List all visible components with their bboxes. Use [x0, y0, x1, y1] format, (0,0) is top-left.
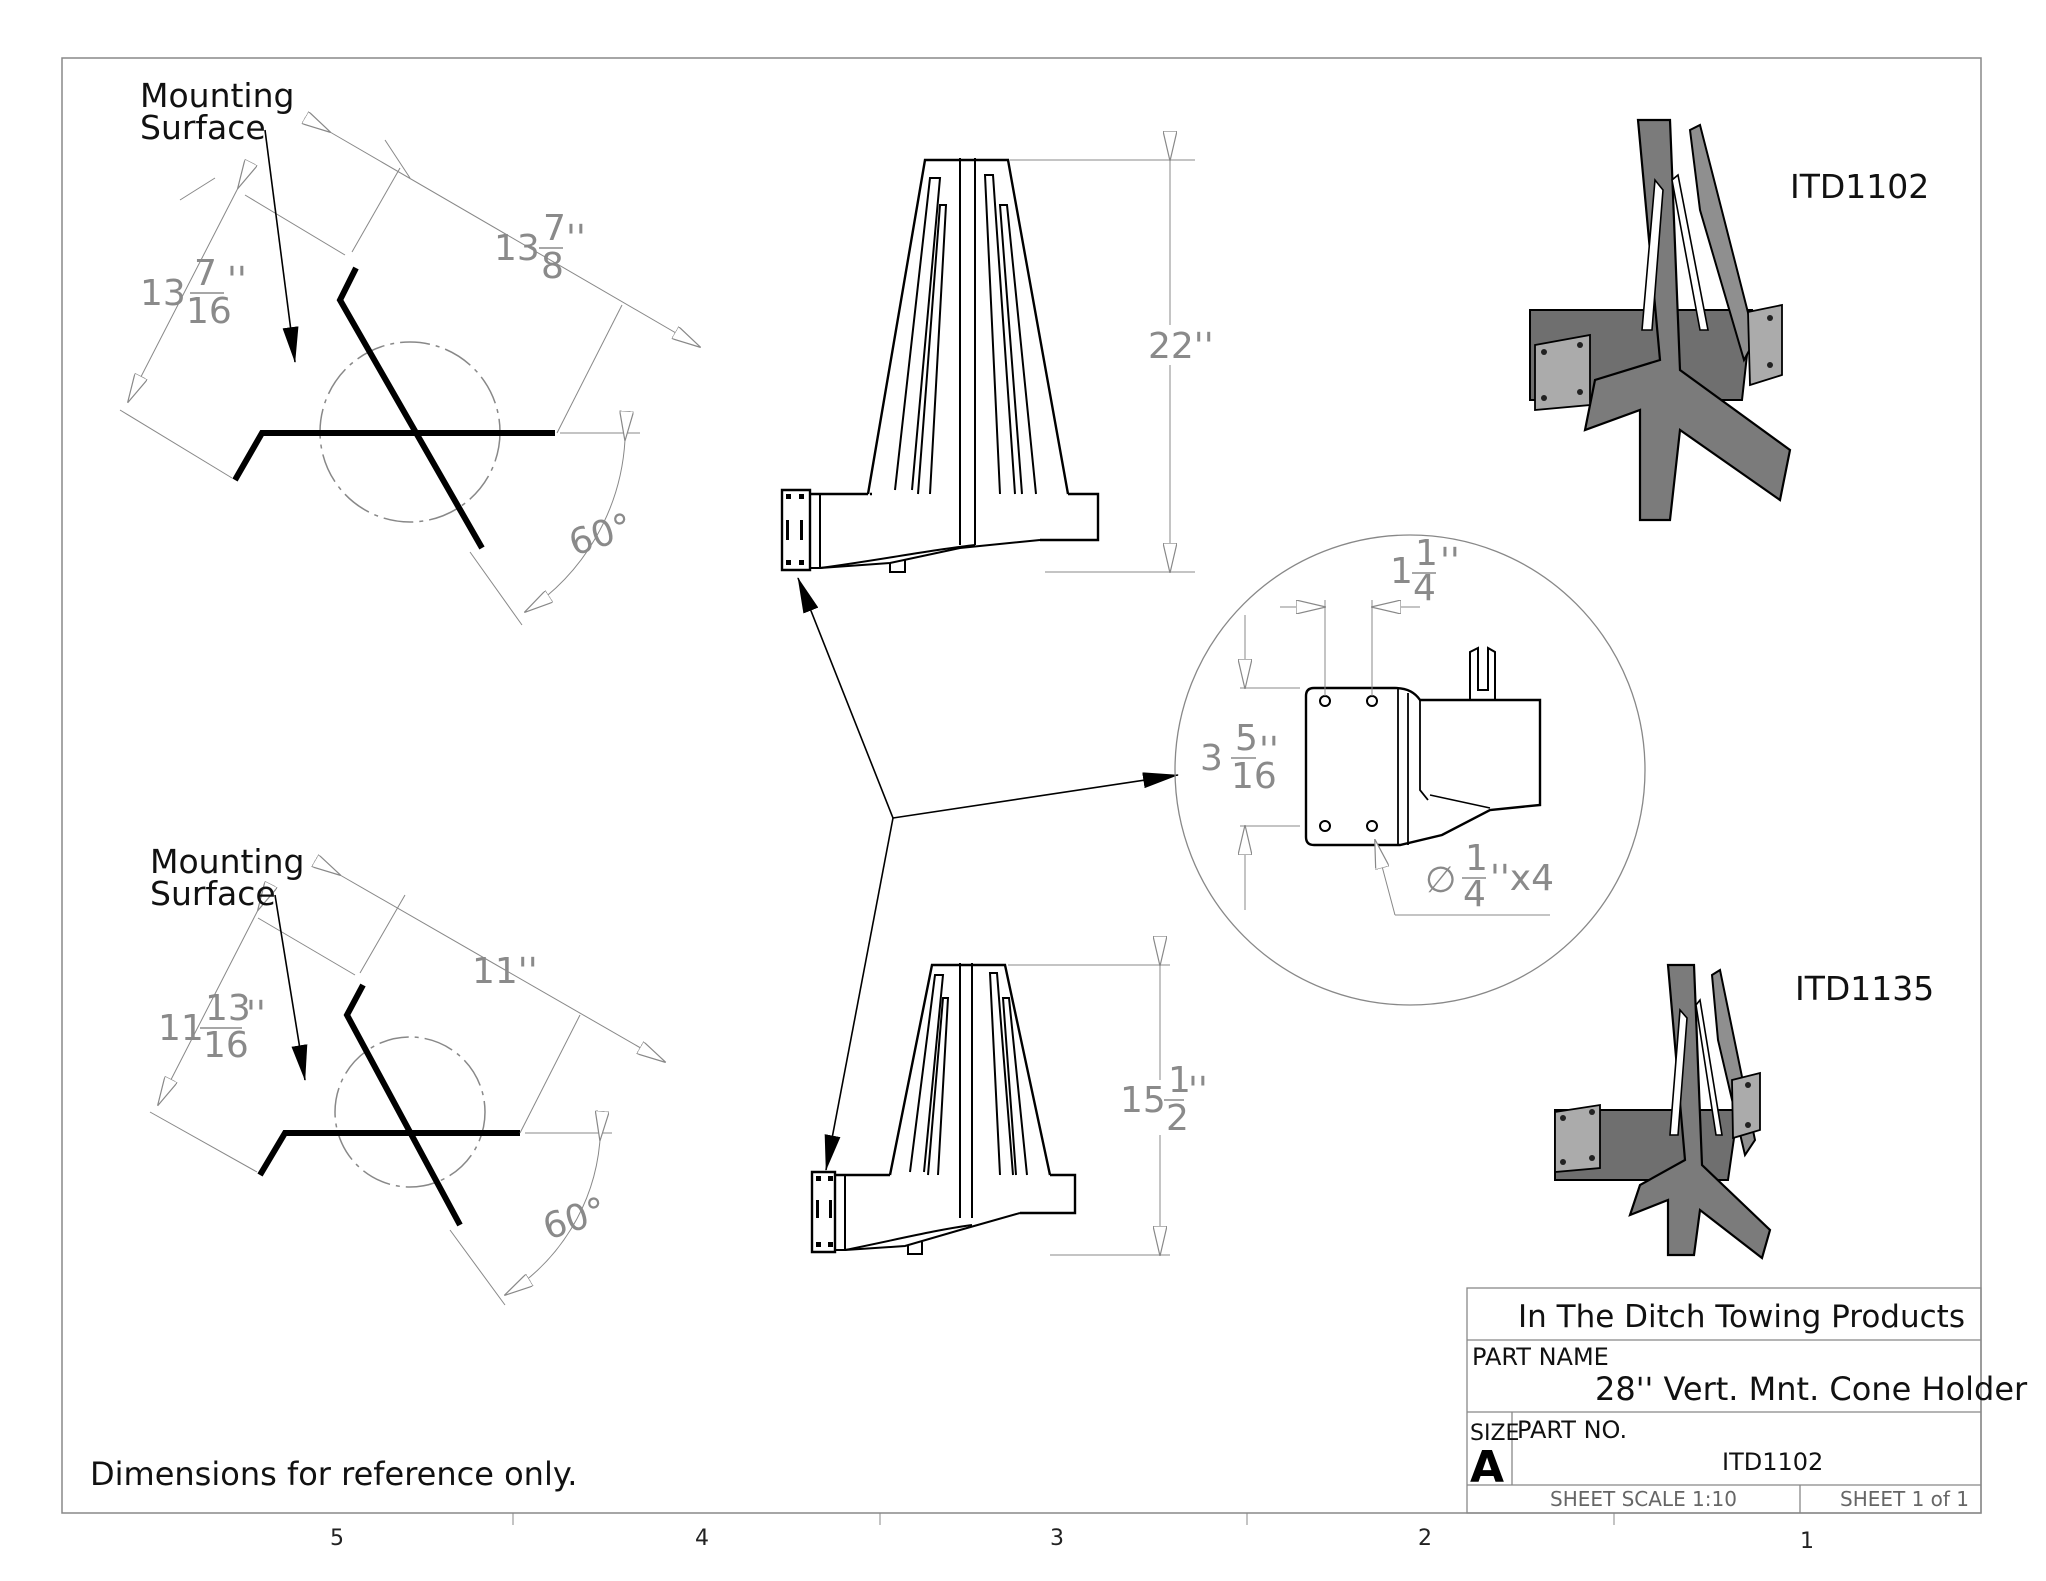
dim-span-top: 13 7 8 ''	[494, 208, 586, 287]
isometric-view-itd1135: ITD1135	[1554, 963, 1934, 1260]
zone-label-4: 4	[695, 1526, 709, 1551]
zone-label-1: 1	[1800, 1529, 1814, 1554]
svg-text:3: 3	[1200, 738, 1223, 779]
part-name: 28'' Vert. Mnt. Cone Holder	[1595, 1370, 2028, 1408]
part-name-label: PART NAME	[1472, 1343, 1609, 1371]
svg-text:7: 7	[194, 253, 217, 294]
detail-view-mounting-plate: 1 1 4 '' 3 5 16 '' ∅ 1 4 ''x4	[1174, 533, 1646, 1006]
svg-text:'': ''	[1259, 730, 1279, 771]
dim-height-22: 22''	[1148, 326, 1214, 367]
part-id-itd1102: ITD1102	[1790, 167, 1929, 206]
svg-text:16: 16	[1231, 756, 1277, 797]
front-view-22in: 22''	[780, 158, 1214, 573]
svg-text:1: 1	[1465, 838, 1488, 879]
svg-text:13: 13	[140, 273, 186, 314]
svg-text:5: 5	[1235, 718, 1258, 759]
svg-text:13: 13	[205, 988, 251, 1029]
svg-text:'': ''	[1440, 541, 1460, 582]
svg-text:1: 1	[1168, 1060, 1191, 1101]
svg-text:''x4: ''x4	[1490, 858, 1554, 899]
dim-angle-bottom: 60°	[538, 1190, 611, 1249]
svg-text:'': ''	[246, 994, 266, 1035]
reference-note: Dimensions for reference only.	[90, 1455, 577, 1493]
svg-text:8: 8	[541, 246, 564, 287]
mounting-surface-label-bottom-1: Mounting	[150, 842, 304, 881]
title-block: In The Ditch Towing Products PART NAME 2…	[1466, 1287, 2028, 1514]
sheet-scale: SHEET SCALE 1:10	[1550, 1487, 1737, 1511]
dim-hole-spacing: 1 1 4 ''	[1390, 533, 1460, 609]
svg-text:1: 1	[1390, 551, 1413, 592]
svg-text:1: 1	[1415, 533, 1438, 574]
dim-side-top: 13 7 16 ''	[140, 253, 247, 332]
dim-side-bottom: 11 13 16 ''	[158, 988, 266, 1066]
svg-text:16: 16	[203, 1025, 249, 1066]
cone-holder-fin-plate	[232, 430, 555, 482]
cone-outline-circle-small	[334, 1036, 486, 1188]
small-holder-fin-plate	[257, 1130, 520, 1177]
svg-text:'': ''	[227, 260, 247, 301]
part-no-label: PART NO.	[1517, 1416, 1627, 1444]
svg-text:∅: ∅	[1425, 860, 1456, 901]
size-value: A	[1470, 1442, 1504, 1493]
zone-label-2: 2	[1418, 1526, 1432, 1551]
dim-plate-height: 3 5 16 ''	[1200, 718, 1279, 797]
dim-angle-top: 60°	[564, 506, 637, 565]
dim-span-bottom: 11''	[472, 951, 538, 992]
svg-text:7: 7	[543, 208, 566, 249]
isometric-view-itd1102: ITD1102	[1529, 118, 1929, 522]
svg-text:15: 15	[1120, 1080, 1166, 1121]
front-view-15in: 15 1 2 ''	[810, 963, 1208, 1255]
mounting-surface-label-top-2: Surface	[140, 108, 266, 147]
svg-text:'': ''	[566, 218, 586, 259]
part-id-itd1135: ITD1135	[1795, 969, 1934, 1008]
zone-label-5: 5	[330, 1526, 344, 1551]
svg-text:4: 4	[1463, 874, 1486, 915]
dim-height-15: 15 1 2 ''	[1120, 1060, 1208, 1139]
mounting-surface-label-bottom-2: Surface	[150, 874, 276, 913]
svg-text:'': ''	[1188, 1070, 1208, 1111]
part-no: ITD1102	[1722, 1448, 1823, 1476]
svg-text:11: 11	[158, 1008, 204, 1049]
zone-label-3: 3	[1050, 1526, 1064, 1551]
zone-ticks	[512, 1513, 1615, 1525]
company-name: In The Ditch Towing Products	[1518, 1299, 1965, 1335]
small-holder-fin-diagonal	[343, 983, 463, 1227]
mounting-surface-label-top-1: Mounting	[140, 76, 294, 115]
sheet-number: SHEET 1 of 1	[1840, 1487, 1969, 1511]
svg-text:13: 13	[494, 228, 540, 269]
size-label: SIZE	[1470, 1421, 1519, 1446]
top-view-itd1102: Mounting Surface 13 7 16 '' 13 7 8 '' 60…	[119, 76, 700, 626]
detail-leaders	[797, 577, 1179, 1171]
svg-text:4: 4	[1413, 568, 1436, 609]
cone-holder-fin-diagonal	[336, 266, 485, 550]
dim-hole-diameter: ∅ 1 4 ''x4	[1425, 838, 1554, 915]
svg-text:2: 2	[1166, 1098, 1189, 1139]
svg-text:16: 16	[186, 291, 232, 332]
top-view-itd1135: Mounting Surface 11 13 16 '' 11'' 60°	[149, 842, 665, 1306]
sheet-border	[61, 57, 1982, 1514]
